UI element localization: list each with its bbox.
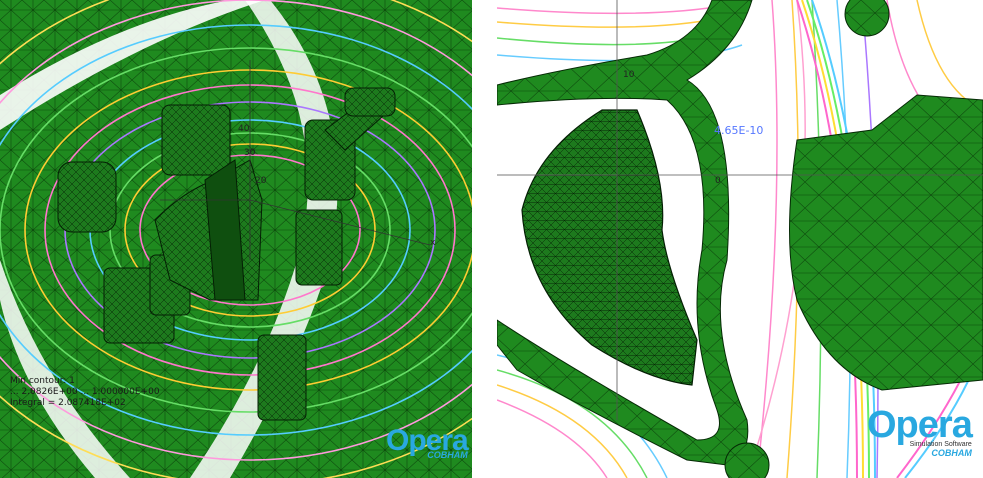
pole-region [789, 94, 983, 391]
right-2d-view[interactable]: 4.65E-10 0 10 Opera Simulation Software … [497, 0, 983, 478]
coil-block [257, 334, 307, 421]
contour-info: Min contour: 1 ... 2.0826E+00 ... 1.0000… [10, 376, 160, 409]
3d-axis [160, 60, 431, 260]
contour-info-line: ... 2.0826E+00 ... 1.000000E+00 [10, 387, 160, 397]
logo-word: Opera [867, 404, 973, 446]
opera-logo: Opera COBHAM [386, 424, 469, 460]
opera-logo: Opera Simulation Software COBHAM [867, 404, 973, 458]
logo-brand: COBHAM [931, 448, 972, 458]
coil-block [161, 104, 231, 176]
contour-info-line: Min contour: 1 [10, 376, 75, 386]
gap-band [0, 0, 265, 130]
axis-tick-label: 10 [623, 70, 635, 80]
left-3d-view[interactable]: 40 30 20 x Min contour: 1 ... 2.0826E+00… [0, 0, 472, 478]
right-mesh-canvas [497, 0, 983, 478]
logo-word: Opera [386, 424, 469, 457]
axis-tick-label: 30 [244, 148, 256, 158]
logo-subtitle: Simulation Software [909, 441, 972, 448]
yoke-frame [497, 0, 753, 466]
contour-info-line: Integral = 2.087418E+02 [10, 398, 126, 408]
axis-letter: x [430, 238, 436, 248]
axis-origin-label: 0 [715, 176, 721, 186]
axis-tick-label: 40 [238, 124, 250, 134]
gap-band [190, 0, 338, 478]
mesh-blob [724, 442, 770, 478]
left-mesh-canvas [0, 0, 472, 478]
coil-block [344, 87, 396, 117]
logo-brand: COBHAM [427, 450, 468, 460]
central-fin [204, 159, 246, 301]
coil-section [521, 109, 698, 386]
coil-blocks [57, 87, 396, 421]
gap-band [0, 260, 130, 478]
contour-value-label: 4.65E-10 [714, 124, 764, 137]
coil-block [57, 161, 117, 233]
axis-tick-label: 20 [255, 176, 267, 186]
coil-block [295, 209, 343, 286]
mesh-blob [844, 0, 890, 37]
